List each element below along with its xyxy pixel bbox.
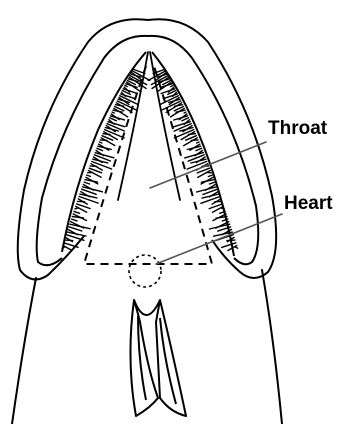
heart-label: Heart xyxy=(284,194,333,213)
gill-raker-stroke xyxy=(171,85,173,86)
gill-raker-stroke xyxy=(116,105,124,107)
gill-raker-stroke xyxy=(125,85,127,86)
gill-raker-stroke xyxy=(75,208,78,209)
heart-outline xyxy=(129,255,161,287)
right-gill-cover xyxy=(148,19,276,278)
gill-raker-stroke xyxy=(227,240,235,241)
gill-raker-stroke xyxy=(84,182,89,184)
gill-raker-stroke xyxy=(161,89,175,94)
throat-label: Throat xyxy=(268,119,327,138)
gill-raker-stroke xyxy=(108,122,125,127)
gill-raker-stroke xyxy=(100,140,107,141)
gill-raker-stroke xyxy=(209,182,214,184)
gill-raker-stroke xyxy=(72,217,83,219)
gill-raker-stroke xyxy=(63,246,72,251)
gill-raker-stroke xyxy=(208,175,212,176)
pelvic-fins xyxy=(130,300,186,416)
gill-raker-stroke xyxy=(182,118,189,121)
gill-raker-stroke xyxy=(87,175,91,176)
gill-raker-stroke xyxy=(97,148,103,150)
gill-raker-stroke xyxy=(196,148,202,150)
gill-raker-stroke xyxy=(112,112,114,113)
right-gill-rakers xyxy=(148,69,238,250)
gill-raker-stroke xyxy=(72,219,78,221)
body-outline xyxy=(12,270,282,424)
throat-region-outline xyxy=(84,66,212,264)
gill-raker-stroke xyxy=(221,208,224,209)
gill-raker-stroke xyxy=(95,153,114,158)
heart-leader-line xyxy=(156,214,282,264)
gill-raker-stroke xyxy=(185,153,204,158)
gill-raker-stroke xyxy=(184,138,198,146)
gill-raker-stroke xyxy=(74,211,80,213)
gill-raker-stroke xyxy=(174,122,191,127)
gill-raker-stroke xyxy=(103,134,110,135)
gill-raker-stroke xyxy=(123,89,137,94)
gill-raker-stroke xyxy=(100,142,102,143)
gill-raker-stroke xyxy=(113,110,122,112)
gill-raker-stroke xyxy=(65,240,73,241)
gill-raker-stroke xyxy=(176,110,185,112)
gill-raker-stroke xyxy=(191,140,198,141)
gill-raker-stroke xyxy=(163,94,177,99)
gill-raker-stroke xyxy=(188,134,195,135)
gill-raker-stroke xyxy=(110,118,117,121)
gill-raker-stroke xyxy=(90,166,97,167)
gill-raker-stroke xyxy=(197,142,199,143)
gill-raker-stroke xyxy=(184,112,186,113)
gill-raker-stroke xyxy=(235,247,238,248)
gill-raker-stroke xyxy=(174,105,182,107)
